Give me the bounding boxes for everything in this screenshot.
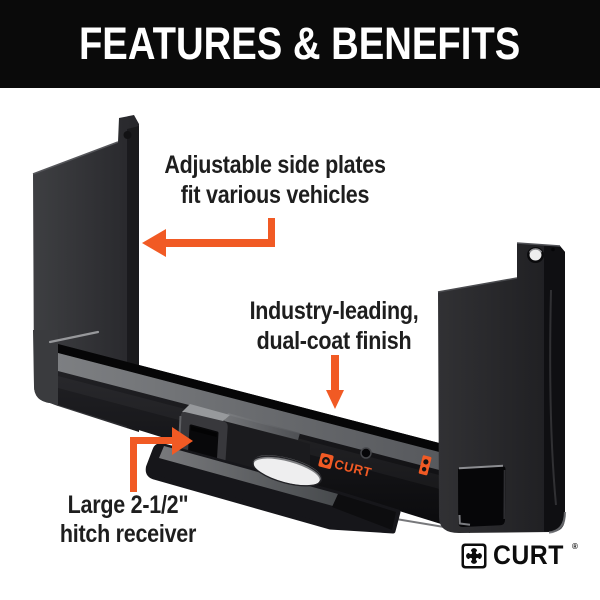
registered-mark: ® [572,542,578,551]
annotation-line: fit various vehicles [180,181,370,209]
header-band: FEATURES & BENEFITS [0,0,600,88]
annotation-side-plates: Adjustable side plates fit various vehic… [155,150,396,210]
annotation-line: dual-coat finish [256,327,412,355]
receiver-collar [182,404,230,422]
left-plate-lower-strip [33,330,100,406]
arrow-receiver-icon [130,427,193,492]
page-title: FEATURES & BENEFITS [79,18,521,69]
plate-square-hole [458,464,506,528]
beam-bolt-hole [360,447,372,459]
curt-wordmark: CURT [493,540,564,570]
annotation-finish: Industry-leading, dual-coat finish [214,296,455,356]
annotation-line: hitch receiver [59,520,197,548]
curt-sticker-fragment [418,455,432,476]
step-plate [145,443,401,534]
annotation-receiver: Large 2-1/2" hitch receiver [8,491,249,549]
plate-bolt-hole [527,246,544,264]
arrow-finish-icon [326,355,344,409]
arrow-side-plates-icon [142,218,275,257]
curt-clover-icon [461,543,487,568]
annotation-line: Adjustable side plates [164,151,386,179]
annotation-line: Industry-leading, [249,297,419,325]
step-plate-slot [251,455,323,487]
right-side-plate [437,242,567,534]
annotation-line: Large 2-1/2" [67,491,189,519]
curt-logo: CURT ® [461,542,582,569]
plate-bolt-hole [123,131,132,139]
